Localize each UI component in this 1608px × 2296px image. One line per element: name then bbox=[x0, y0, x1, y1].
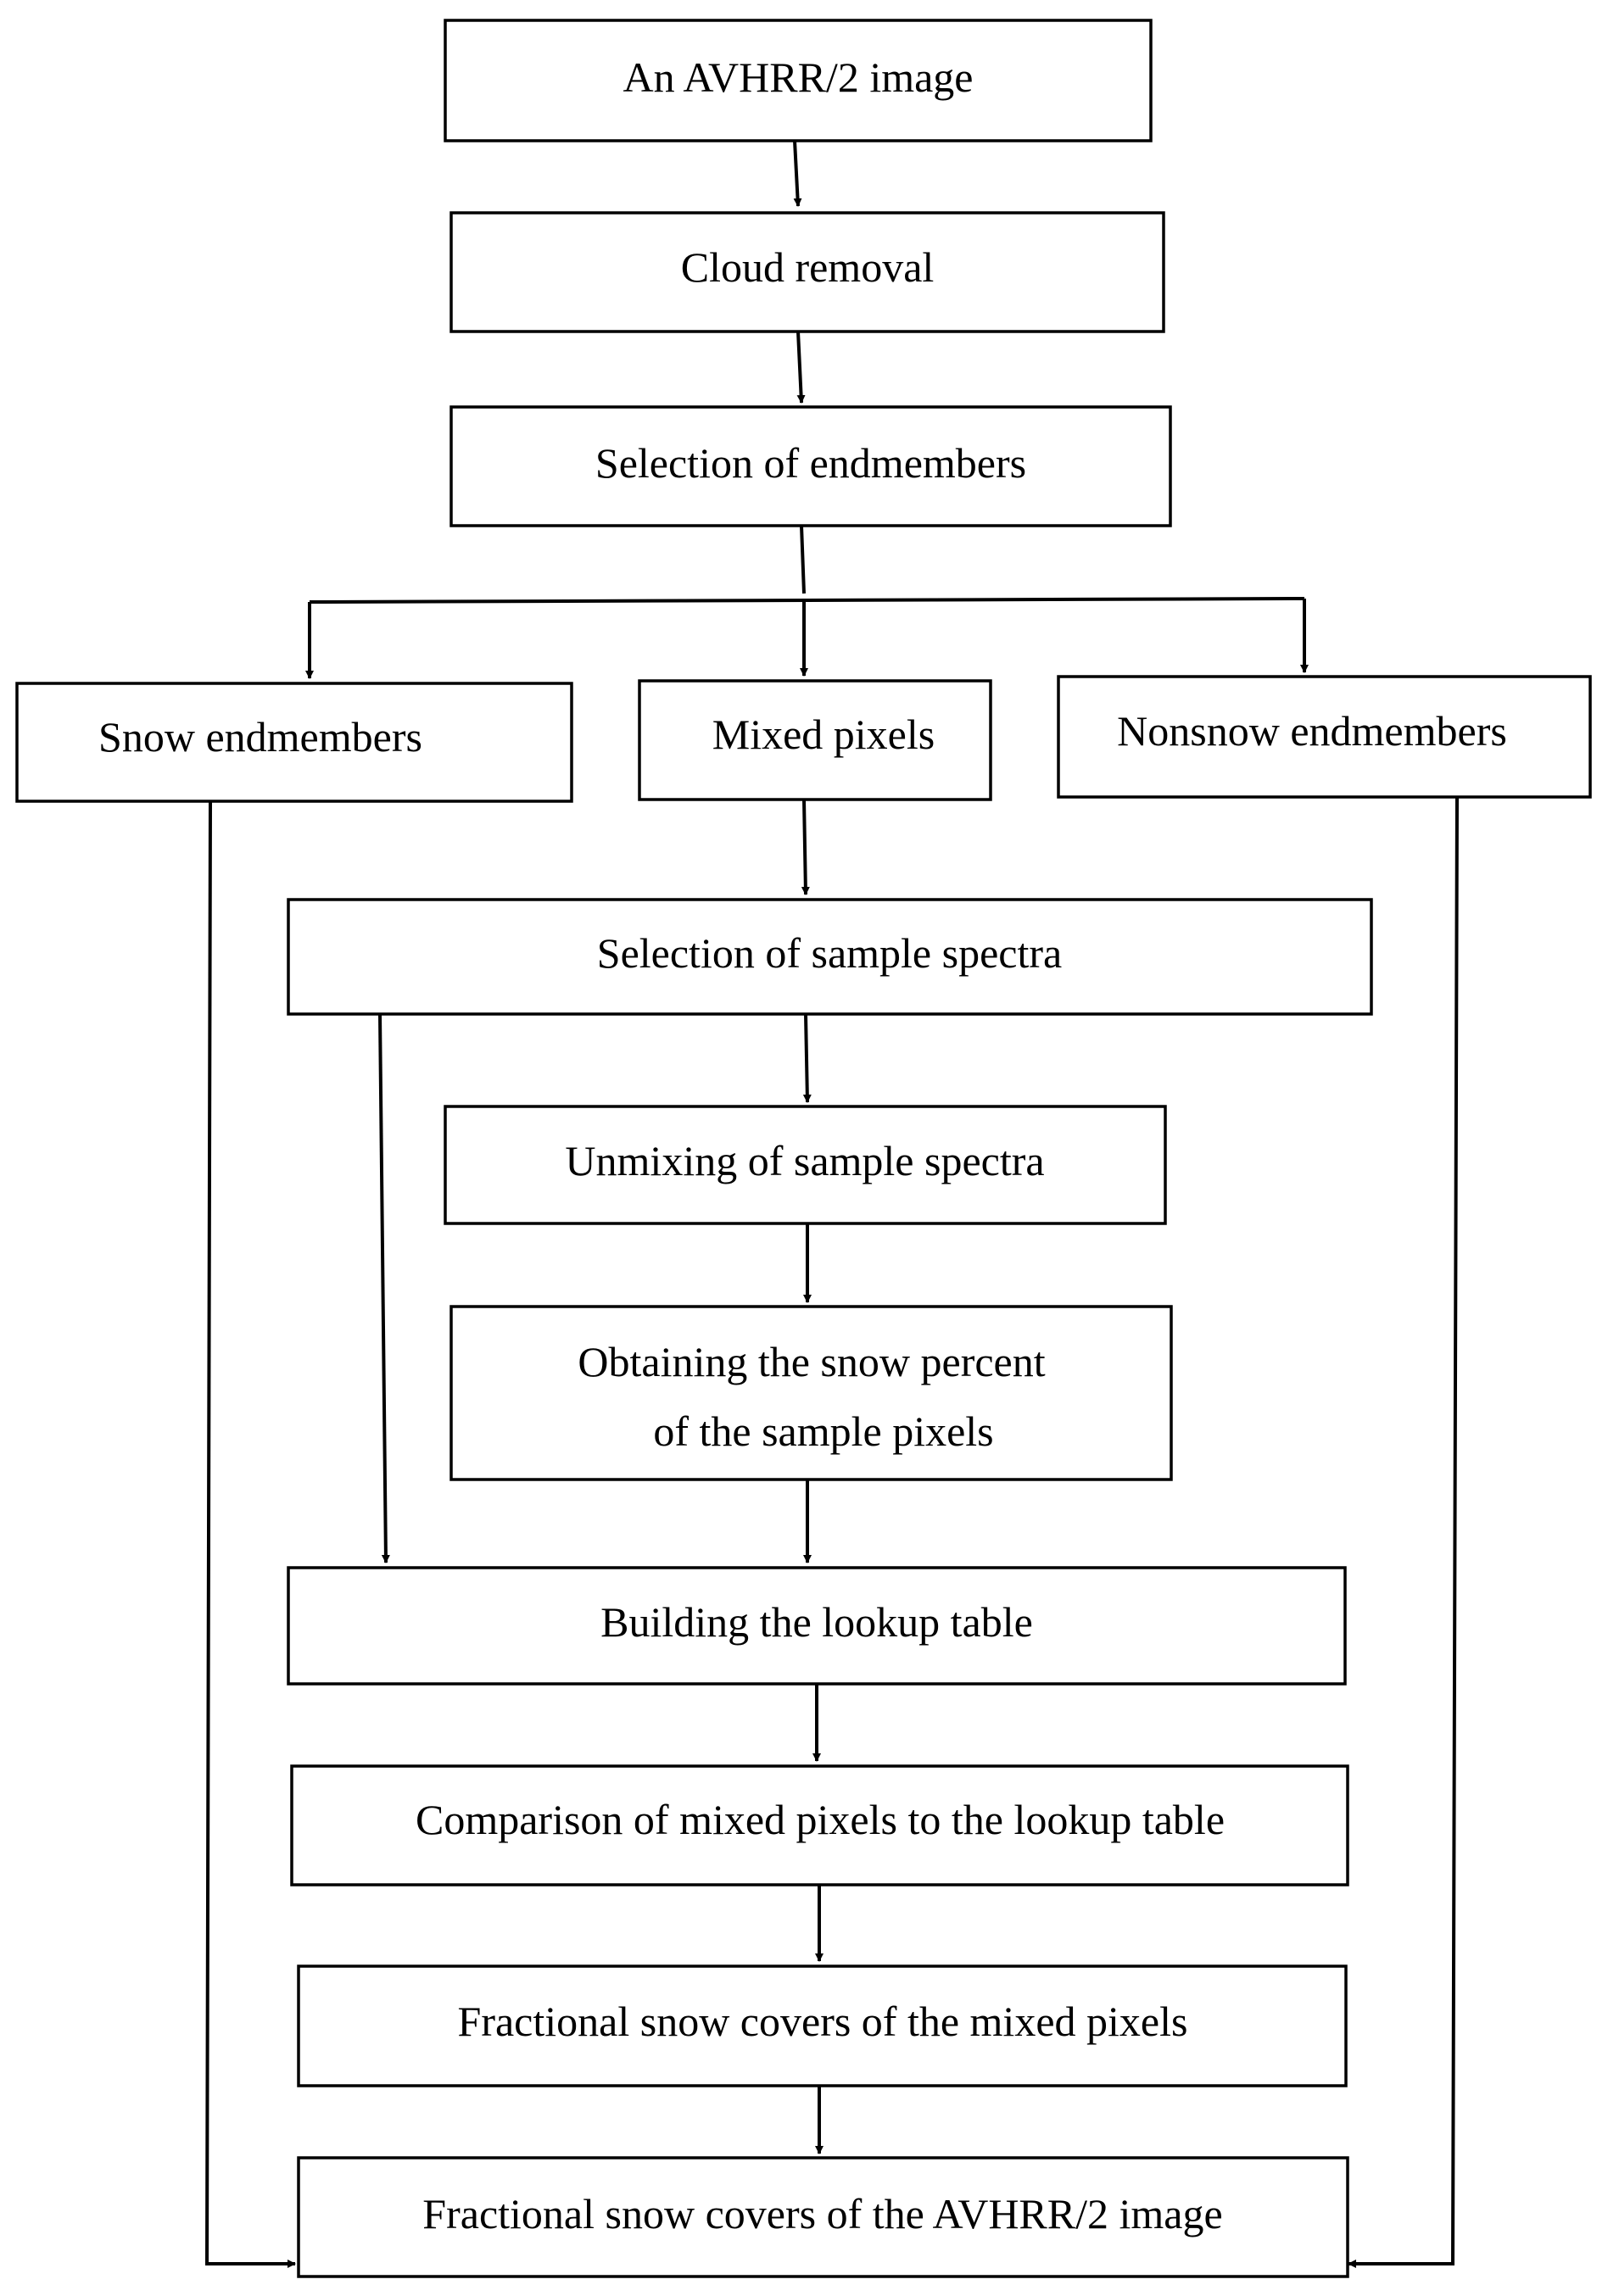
box-selection-sample-spectra: Selection of sample spectra bbox=[287, 898, 1373, 1016]
box-mixed-pixels-label: Mixed pixels bbox=[712, 711, 935, 758]
splitter-bar bbox=[309, 597, 1305, 604]
box-selection-endmembers-label: Selection of endmembers bbox=[595, 439, 1026, 487]
box-nonsnow-endmembers: Nonsnow endmembers bbox=[1057, 675, 1592, 799]
arrow-sample-spectra-to-lookup-table bbox=[378, 1013, 390, 1563]
box-mixed-pixels: Mixed pixels bbox=[638, 679, 992, 801]
arrow-selection-sample-spectra-to-unmixing bbox=[802, 1013, 812, 1103]
box-comparison-lookup: Comparison of mixed pixels to the lookup… bbox=[290, 1764, 1349, 1886]
box-cloud-removal-label: Cloud removal bbox=[681, 243, 935, 291]
box-fractional-mixed: Fractional snow covers of the mixed pixe… bbox=[297, 1964, 1348, 2087]
arrow-mixed-pixels-to-selection-sample-spectra bbox=[801, 799, 810, 895]
box-avhrr-image: An AVHRR/2 image bbox=[444, 19, 1153, 142]
arrow-snow-endmembers-to-fractional-image bbox=[204, 800, 296, 2268]
box-building-lookup-table: Building the lookup table bbox=[287, 1566, 1347, 1686]
box-obtaining-snow-percent-line2: of the sample pixels bbox=[653, 1407, 993, 1455]
box-selection-sample-spectra-label: Selection of sample spectra bbox=[597, 929, 1062, 977]
box-cloud-removal: Cloud removal bbox=[449, 211, 1165, 333]
arrow-cloud-removal-to-selection-endmembers bbox=[796, 331, 806, 404]
box-selection-endmembers: Selection of endmembers bbox=[449, 405, 1172, 527]
box-obtaining-snow-percent-line1: Obtaining the snow percent bbox=[578, 1338, 1045, 1385]
box-fractional-image: Fractional snow covers of the AVHRR/2 im… bbox=[297, 2156, 1349, 2278]
box-comparison-lookup-label: Comparison of mixed pixels to the lookup… bbox=[416, 1796, 1225, 1843]
box-nonsnow-endmembers-label: Nonsnow endmembers bbox=[1117, 707, 1507, 755]
arrow-nonsnow-endmembers-to-fractional-image bbox=[1348, 796, 1459, 2268]
box-fractional-mixed-label: Fractional snow covers of the mixed pixe… bbox=[458, 1998, 1188, 2045]
box-fractional-image-label: Fractional snow covers of the AVHRR/2 im… bbox=[422, 2190, 1222, 2237]
box-obtaining-snow-percent: Obtaining the snow percent of the sample… bbox=[449, 1305, 1173, 1481]
box-snow-endmembers: Snow endmembers bbox=[15, 682, 573, 803]
arrow-image-to-cloud-removal bbox=[793, 140, 802, 207]
box-unmixing-sample-spectra-label: Unmixing of sample spectra bbox=[565, 1137, 1044, 1184]
box-avhrr-image-label: An AVHRR/2 image bbox=[623, 53, 974, 101]
box-snow-endmembers-label: Snow endmembers bbox=[98, 713, 422, 761]
box-unmixing-sample-spectra: Unmixing of sample spectra bbox=[444, 1105, 1167, 1225]
connectors bbox=[204, 140, 1459, 2268]
arrow-selection-endmembers-to-splitter bbox=[800, 525, 806, 594]
box-building-lookup-table-label: Building the lookup table bbox=[600, 1598, 1033, 1646]
